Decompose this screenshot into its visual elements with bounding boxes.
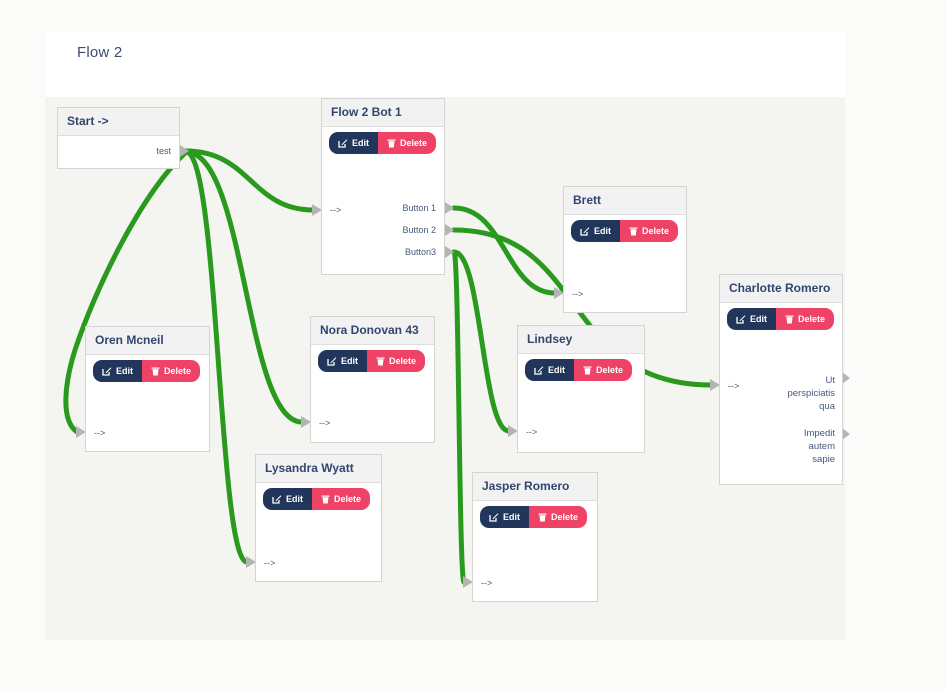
edit-pencil-icon <box>580 227 590 236</box>
edit-pencil-icon <box>534 366 544 375</box>
edit-button[interactable]: Edit <box>93 360 142 382</box>
edit-button-label: Edit <box>548 365 565 375</box>
input-label: --> <box>728 381 740 391</box>
node-brett[interactable]: Brett Edit Delete --> <box>563 186 687 313</box>
flow-title: Flow 2 <box>77 44 123 61</box>
delete-button-label: Delete <box>164 366 192 376</box>
delete-button[interactable]: Delete <box>574 359 633 381</box>
edit-button[interactable]: Edit <box>480 506 529 528</box>
connection[interactable] <box>183 149 305 425</box>
trash-icon <box>785 315 794 324</box>
delete-button[interactable]: Delete <box>529 506 588 528</box>
input-label: --> <box>481 578 493 588</box>
node-flow-2-bot-1[interactable]: Flow 2 Bot 1 Edit Delete --> Button 1 Bu… <box>321 98 445 275</box>
trash-icon <box>583 366 592 375</box>
connection[interactable] <box>451 205 558 296</box>
edit-button-label: Edit <box>594 226 611 236</box>
edit-button[interactable]: Edit <box>571 220 620 242</box>
node-title: Flow 2 Bot 1 <box>322 99 444 127</box>
trash-icon <box>151 367 160 376</box>
output-label-ut-perspiciatis: Ut perspiciatis qua <box>787 375 835 412</box>
trash-icon <box>321 495 330 504</box>
delete-button[interactable]: Delete <box>378 132 437 154</box>
input-label: --> <box>330 205 342 215</box>
edit-pencil-icon <box>736 315 746 324</box>
edit-button[interactable]: Edit <box>329 132 378 154</box>
node-lysandra-wyatt[interactable]: Lysandra Wyatt Edit Delete --> <box>255 454 382 582</box>
trash-icon <box>538 513 547 522</box>
input-label: --> <box>264 558 276 568</box>
edit-button-label: Edit <box>352 138 369 148</box>
node-title: Jasper Romero <box>473 473 597 501</box>
edit-button-label: Edit <box>341 356 358 366</box>
node-title: Oren Mcneil <box>86 327 209 355</box>
delete-button-label: Delete <box>389 356 417 366</box>
edit-button[interactable]: Edit <box>318 350 367 372</box>
output-label-button-2: Button 2 <box>402 225 436 235</box>
edit-button[interactable]: Edit <box>525 359 574 381</box>
output-label-impedit-autem: Impedit autem sapie <box>803 428 835 465</box>
edit-button-label: Edit <box>503 512 520 522</box>
delete-button-label: Delete <box>334 494 362 504</box>
node-nora-donovan-43[interactable]: Nora Donovan 43 Edit Delete --> <box>310 316 435 443</box>
delete-button[interactable]: Delete <box>312 488 371 510</box>
delete-button[interactable]: Delete <box>776 308 835 330</box>
edit-button-label: Edit <box>116 366 133 376</box>
connection[interactable] <box>451 249 512 434</box>
connection[interactable] <box>63 149 189 435</box>
edit-button-label: Edit <box>286 494 303 504</box>
input-label: --> <box>526 427 538 437</box>
edit-pencil-icon <box>102 367 112 376</box>
delete-button-label: Delete <box>400 138 428 148</box>
edit-pencil-icon <box>338 139 348 148</box>
delete-button-label: Delete <box>642 226 670 236</box>
trash-icon <box>629 227 638 236</box>
edit-button-label: Edit <box>750 314 767 324</box>
output-label-test: test <box>156 146 171 156</box>
input-label: --> <box>319 418 331 428</box>
delete-button[interactable]: Delete <box>620 220 679 242</box>
delete-button-label: Delete <box>596 365 624 375</box>
input-label: --> <box>572 289 584 299</box>
node-start[interactable]: Start -> test <box>57 107 180 169</box>
node-title: Brett <box>564 187 686 215</box>
node-title: Charlotte Romero <box>720 275 842 303</box>
output-label-button-3: Button3 <box>404 247 436 257</box>
node-lindsey[interactable]: Lindsey Edit Delete --> <box>517 325 645 453</box>
edit-button[interactable]: Edit <box>727 308 776 330</box>
edit-pencil-icon <box>272 495 282 504</box>
delete-button-label: Delete <box>551 512 579 522</box>
node-title: Nora Donovan 43 <box>311 317 434 345</box>
input-label: --> <box>94 428 106 438</box>
output-label-button-1: Button 1 <box>402 203 436 213</box>
edit-pencil-icon <box>489 513 499 522</box>
node-title: Lysandra Wyatt <box>256 455 381 483</box>
edit-button[interactable]: Edit <box>263 488 312 510</box>
trash-icon <box>387 139 396 148</box>
delete-button[interactable]: Delete <box>142 360 201 382</box>
node-title: Start -> <box>58 108 179 136</box>
node-title: Lindsey <box>518 326 644 354</box>
node-oren-mcneil[interactable]: Oren Mcneil Edit Delete --> <box>85 326 210 452</box>
flow-header-bar: Flow 2 <box>45 31 845 97</box>
connection[interactable] <box>183 149 250 565</box>
connection[interactable] <box>183 148 316 213</box>
connection[interactable] <box>451 249 467 585</box>
edit-pencil-icon <box>327 357 337 366</box>
node-charlotte-romero[interactable]: Charlotte Romero Edit Delete --> Ut pers… <box>719 274 843 485</box>
delete-button-label: Delete <box>798 314 826 324</box>
trash-icon <box>376 357 385 366</box>
node-jasper-romero[interactable]: Jasper Romero Edit Delete --> <box>472 472 598 602</box>
delete-button[interactable]: Delete <box>367 350 426 372</box>
